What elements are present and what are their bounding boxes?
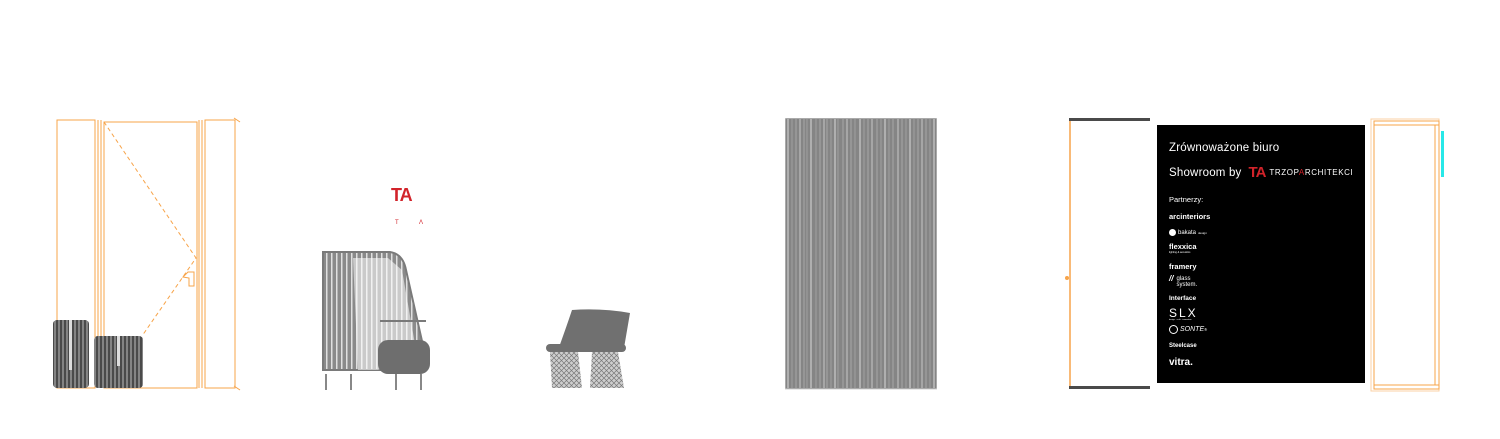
planters — [53, 320, 143, 388]
ta-logo: TA T Λ — [391, 185, 423, 226]
ta-logo-mark: TA — [391, 185, 413, 205]
partner-logo-arcinteriors: arcinteriors — [1169, 212, 1211, 221]
partner-logo-framery: framery — [1169, 262, 1197, 271]
panel-title: Zrównoważone biuro — [1169, 142, 1280, 154]
brand-mark: TA — [1248, 164, 1267, 181]
tall-cabinet — [1370, 118, 1444, 392]
sliding-door — [1065, 118, 1150, 389]
ta-logo-sub-left: T — [395, 220, 399, 226]
partner-panel: Zrównoważone biuro Showroom by TA TRZOPA… — [1157, 125, 1365, 383]
brand-name: TRZOPARCHITEKCI — [1269, 168, 1354, 177]
lounge-chair — [322, 251, 430, 390]
sonte-icon — [1169, 325, 1178, 334]
side-chair — [546, 309, 630, 388]
partner-logo-sonte: SONTE® — [1169, 325, 1207, 334]
slat-panel — [785, 118, 937, 390]
panel-subtitle: Showroom by TA TRZOPARCHITEKCI — [1169, 164, 1353, 181]
partner-logo-steelcase: Steelcase — [1169, 343, 1197, 349]
partner-logo-interface: Interface — [1169, 295, 1197, 302]
partners-label: Partnerzy: — [1169, 195, 1204, 204]
ta-logo-sub-right: Λ — [419, 220, 424, 226]
glass-system-icon: // — [1169, 274, 1174, 283]
panel-subtitle-text: Showroom by — [1169, 166, 1242, 179]
cabinet-accent — [1441, 131, 1444, 177]
partner-logo-vitra: vitra. — [1169, 357, 1193, 368]
bakata-icon — [1169, 229, 1176, 236]
